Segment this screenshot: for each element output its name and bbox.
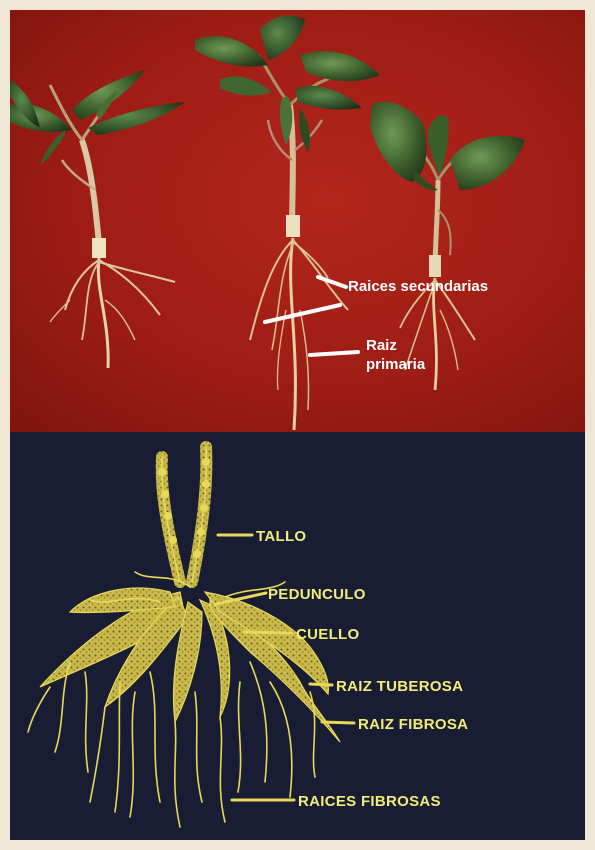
tuberous-root-label: RAIZ TUBEROSA xyxy=(336,678,463,695)
seedling-photo: Raices secundarias Raiz primaria xyxy=(10,10,585,432)
seedling-photo-panel: Raices secundarias Raiz primaria xyxy=(10,10,585,432)
fibrous-roots-label: RAICES FIBROSAS xyxy=(298,793,441,810)
root-diagram-panel: TALLO PEDUNCULO CUELLO RAIZ TUBEROSA RAI… xyxy=(10,432,585,840)
secondary-roots-label: Raices secundarias xyxy=(348,278,488,295)
primary-root-label-line1: Raiz xyxy=(366,337,397,354)
photo-leader-lines xyxy=(265,277,358,355)
seedling-left xyxy=(10,70,185,368)
fibrous-root-label: RAIZ FIBROSA xyxy=(358,716,468,733)
cassava-drawing xyxy=(28,447,340,827)
primary-root-label-line2: primaria xyxy=(366,356,426,373)
peduncle-label: PEDUNCULO xyxy=(268,586,366,603)
root-system-diagram: TALLO PEDUNCULO CUELLO RAIZ TUBEROSA RAI… xyxy=(10,432,585,840)
stem-label: TALLO xyxy=(256,528,306,545)
neck-label: CUELLO xyxy=(296,626,359,643)
seedling-middle xyxy=(195,16,380,430)
